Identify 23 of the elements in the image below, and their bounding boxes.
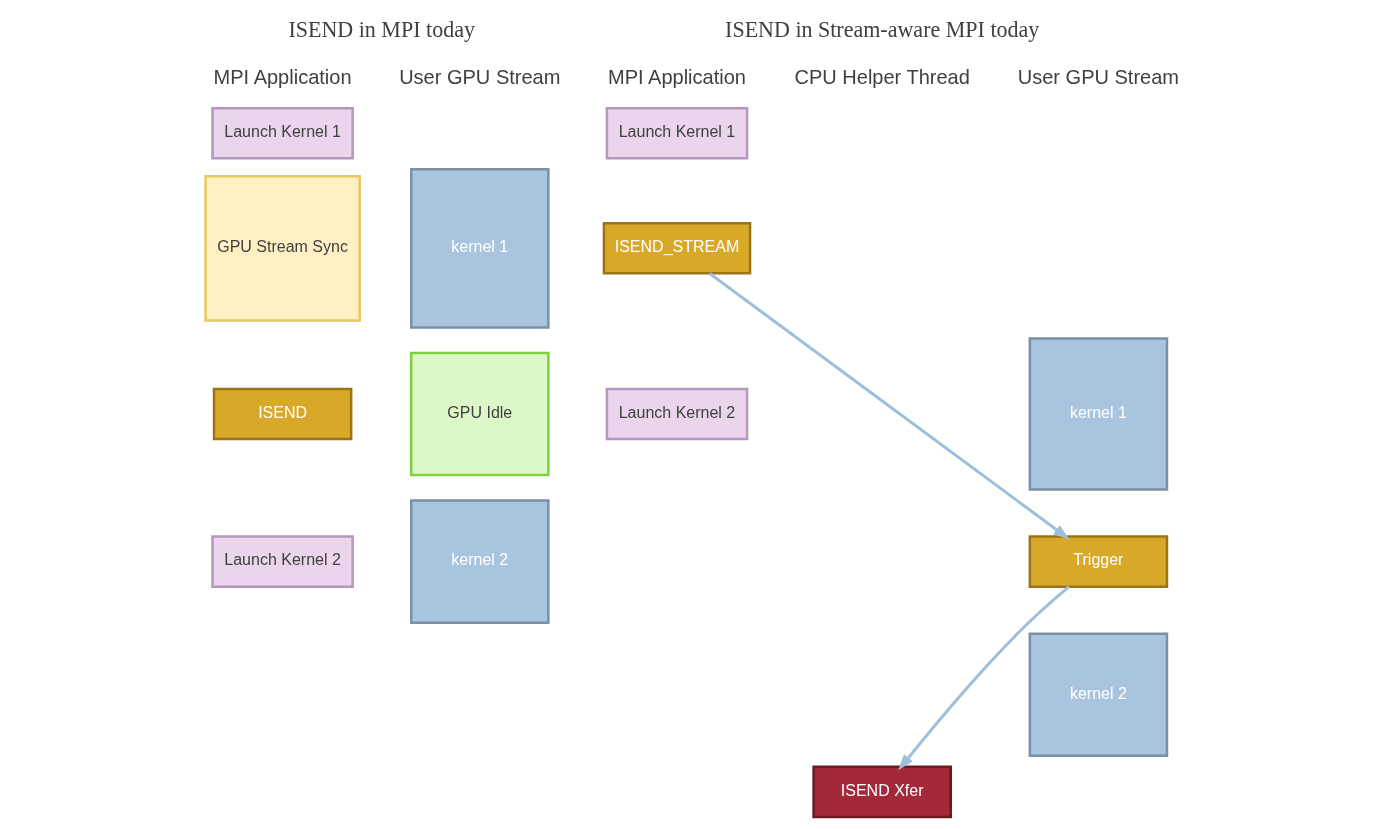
label: CPU Helper Thread [794, 66, 970, 89]
node-box: Trigger [1028, 535, 1169, 588]
node-box: kernel 2 [1028, 632, 1169, 758]
label: ISEND in Stream-aware MPI today [725, 16, 1040, 42]
node-box: Launch Kernel 1 [605, 106, 749, 160]
label: ISEND in MPI today [288, 16, 475, 42]
node-box: GPU Idle [409, 351, 550, 477]
node-box: kernel 1 [1028, 337, 1169, 491]
label: User GPU Stream [399, 66, 561, 89]
label: MPI Application [608, 66, 746, 89]
node-box: ISEND_STREAM [602, 222, 752, 275]
label: User GPU Stream [1017, 66, 1180, 89]
node-box: Launch Kernel 2 [605, 387, 749, 441]
arrow [708, 272, 1070, 540]
node-box: GPU Stream Sync [204, 175, 361, 322]
node-box: Launch Kernel 1 [211, 106, 354, 160]
node-box: ISEND [212, 387, 353, 441]
arrow [898, 585, 1070, 771]
node-box: kernel 1 [409, 168, 550, 329]
node-box: Launch Kernel 2 [211, 535, 354, 588]
node-box: ISEND Xfer [812, 765, 952, 819]
label: MPI Application [213, 66, 352, 89]
node-box: kernel 2 [409, 499, 550, 624]
